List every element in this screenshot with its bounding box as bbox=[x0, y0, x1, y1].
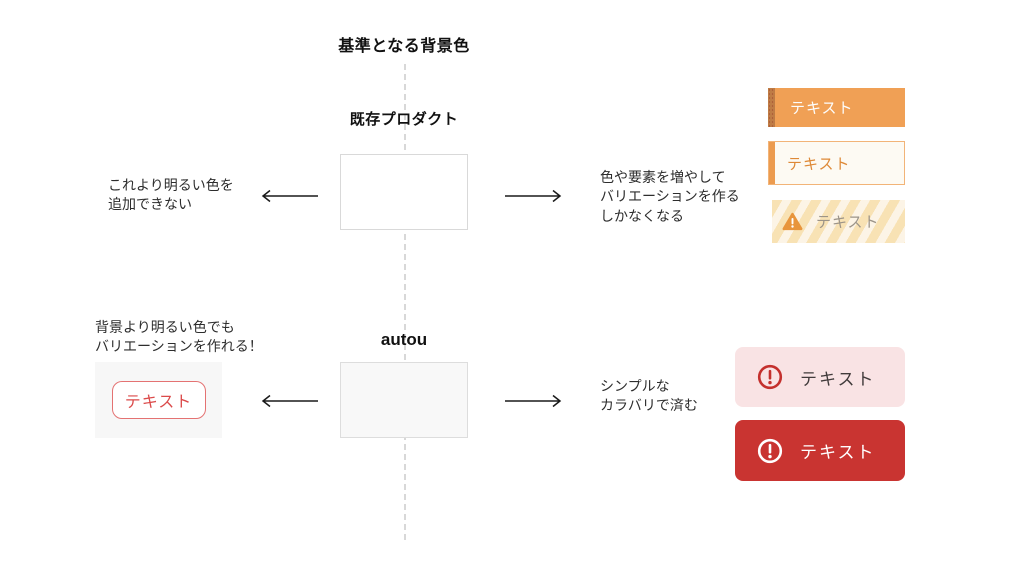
autou-label: autou bbox=[380, 330, 428, 349]
existing-product-box bbox=[340, 154, 468, 230]
sample-alert-pink: テキスト bbox=[735, 347, 905, 407]
textured-edge-bar bbox=[768, 88, 775, 127]
sample-label: テキスト bbox=[816, 214, 880, 231]
sample-label: テキスト bbox=[800, 443, 876, 462]
arrow-left-icon bbox=[261, 394, 318, 408]
sample-label: テキスト bbox=[800, 369, 876, 389]
note-autou-left: 背景より明るい色でも バリエーションを作れる！ bbox=[95, 319, 263, 355]
autou-box bbox=[340, 362, 468, 438]
orange-edge-bar bbox=[769, 142, 775, 184]
center-dashed-line bbox=[404, 64, 406, 540]
sample-orange-solid: テキスト bbox=[768, 88, 905, 127]
text-button-panel: テキスト bbox=[95, 362, 222, 438]
red-outline-button: テキスト bbox=[111, 381, 206, 419]
note-autou-right: シンプルな カラバリで済む bbox=[600, 378, 698, 414]
note-existing-left: これより明るい色を 追加できない bbox=[108, 177, 234, 213]
arrow-right-icon bbox=[505, 189, 562, 203]
sample-orange-outline: テキスト bbox=[768, 141, 905, 185]
note-existing-right: 色や要素を増やして バリエーションを作る しかなくなる bbox=[600, 169, 740, 224]
sample-orange-striped: テキスト bbox=[772, 200, 905, 243]
alert-circle-icon bbox=[757, 364, 783, 390]
sample-label: テキスト bbox=[790, 100, 854, 117]
sample-alert-red: テキスト bbox=[735, 420, 905, 481]
baseline-title: 基準となる背景色 bbox=[338, 38, 470, 55]
sample-label: テキスト bbox=[124, 394, 193, 411]
existing-product-label: 既存プロダクト bbox=[349, 111, 459, 128]
arrow-left-icon bbox=[261, 189, 318, 203]
alert-circle-icon bbox=[757, 438, 783, 464]
arrow-right-icon bbox=[505, 394, 562, 408]
warning-triangle-icon bbox=[782, 212, 803, 231]
sample-label: テキスト bbox=[787, 155, 851, 173]
